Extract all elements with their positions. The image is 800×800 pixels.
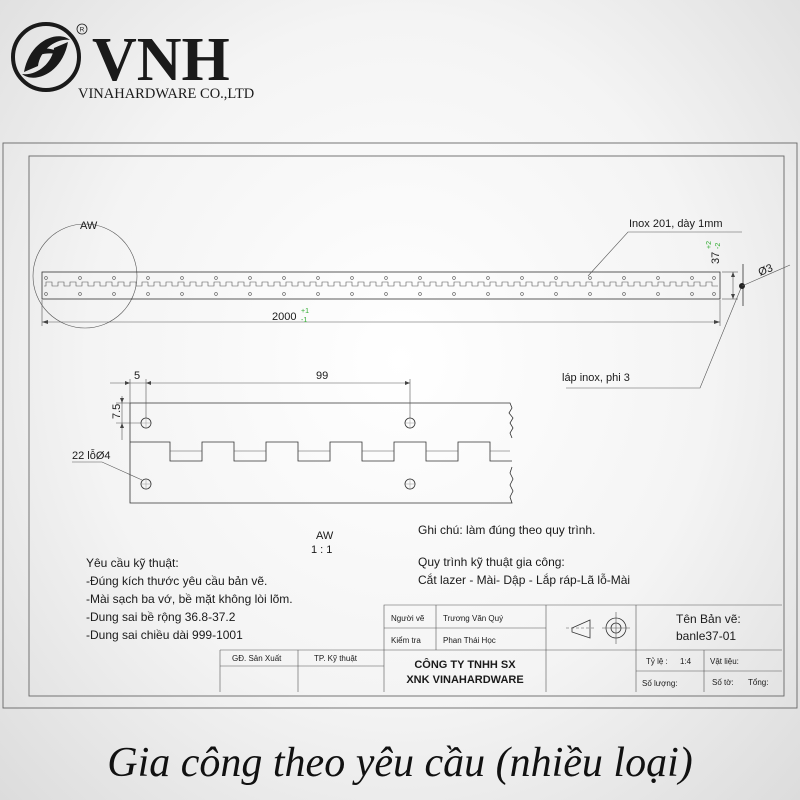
brand-name: VNH: [92, 26, 230, 94]
detail-holes: [140, 417, 416, 490]
company-line-1: CÔNG TY TNHH SX: [414, 658, 516, 671]
holes-leader: [72, 461, 143, 481]
length-tolerance-plus: +1: [301, 308, 309, 315]
title-block: Người vẽ Trương Văn Quý Kiểm tra Phan Th…: [219, 604, 782, 692]
hinge-strip-teeth: [44, 281, 718, 287]
length-dimension: 2000: [272, 311, 296, 323]
detail-view: 5 99 7.5 22 lỗØ4 AW 1 : 1: [72, 370, 514, 556]
company-line-2: XNK VINAHARDWARE: [406, 674, 523, 686]
requirement-item: -Đúng kích thước yêu cầu bản vẽ.: [86, 574, 267, 588]
detail-label-aw: AW: [80, 220, 98, 232]
notes: Ghi chú: làm đúng theo quy trình. Quy tr…: [86, 523, 630, 642]
drawing-name-label: Tên Bản vẽ:: [676, 612, 741, 626]
outer-frame: [2, 142, 798, 709]
height-tolerance-minus: -2: [715, 243, 722, 249]
drawn-by-label: Người vẽ: [391, 614, 425, 623]
hinge-strip-view: AW 2000 +1 -1 Inox 201, dày 1mm 37 +2 -2…: [32, 218, 791, 389]
projection-symbol-icon: [566, 612, 630, 644]
detail-knuckles: [130, 441, 512, 462]
requirement-item: -Dung sai bề rộng 36.8-37.2: [86, 610, 236, 624]
drawing-name-value: banle37-01: [676, 629, 736, 643]
bottom-caption: Gia công theo yêu cầu (nhiều loại): [107, 740, 693, 786]
detail-dim-7-5: 7.5: [111, 404, 123, 419]
material-note: Inox 201, dày 1mm: [629, 218, 723, 230]
detail-dim-5: 5: [134, 370, 140, 382]
technical-label: TP. Kỹ thuật: [314, 654, 358, 663]
height-tolerance-plus: +2: [706, 241, 713, 249]
scale-label: Tỷ lệ :: [646, 657, 668, 666]
hinge-strip-holes: [44, 276, 716, 296]
scale-value: 1:4: [680, 657, 692, 666]
checked-by-label: Kiểm tra: [391, 636, 421, 645]
registered-mark: R: [80, 27, 85, 34]
process-steps: Cắt lazer - Mài- Dập - Lắp ráp-Lã lỗ-Mài: [418, 572, 630, 587]
detail-lower-leaf: [129, 442, 514, 504]
material-leader: [587, 231, 742, 277]
diameter-dimension: Ø3: [757, 262, 775, 279]
detail-scale-label: AW: [316, 530, 334, 542]
holes-note: 22 lỗØ4: [72, 449, 111, 462]
requirement-item: -Mài sạch ba vớ, bề mặt không lòi lõm.: [86, 592, 293, 606]
vnh-logo-icon: [11, 22, 81, 92]
pin-note: láp inox, phi 3: [562, 372, 630, 384]
brand-subtitle: VINAHARDWARE CO.,LTD: [78, 86, 254, 102]
checked-by-value: Phan Thái Học: [443, 636, 496, 645]
length-tolerance-minus: -1: [301, 317, 307, 324]
requirement-item: -Dung sai chiều dài 999-1001: [86, 628, 243, 642]
hinge-strip-outline: [41, 271, 721, 300]
material-label: Vật liệu:: [710, 657, 739, 666]
detail-dim-99: 99: [316, 370, 328, 382]
quantity-label: Số lượng:: [642, 679, 678, 688]
detail-scale-value: 1 : 1: [311, 544, 332, 556]
inner-frame: [28, 155, 785, 697]
drawn-by-value: Trương Văn Quý: [443, 614, 503, 623]
production-label: GĐ. Sản Xuất: [232, 654, 282, 663]
total-label: Tổng:: [748, 678, 768, 687]
requirements-title: Yêu cầu kỹ thuật:: [86, 556, 179, 570]
sheet-label: Số tờ:: [712, 678, 734, 687]
general-note: Ghi chú: làm đúng theo quy trình.: [418, 523, 595, 537]
process-title: Quy trình kỹ thuật gia công:: [418, 555, 565, 569]
detail-circle-aw: [32, 223, 138, 329]
height-dimension: 37: [710, 252, 722, 264]
pin-leader: [566, 287, 742, 389]
brand-header: R VNH VINAHARDWARE CO.,LTD: [11, 22, 254, 102]
registered-mark-icon: [76, 23, 88, 35]
detail-upper-leaf: [130, 402, 514, 439]
